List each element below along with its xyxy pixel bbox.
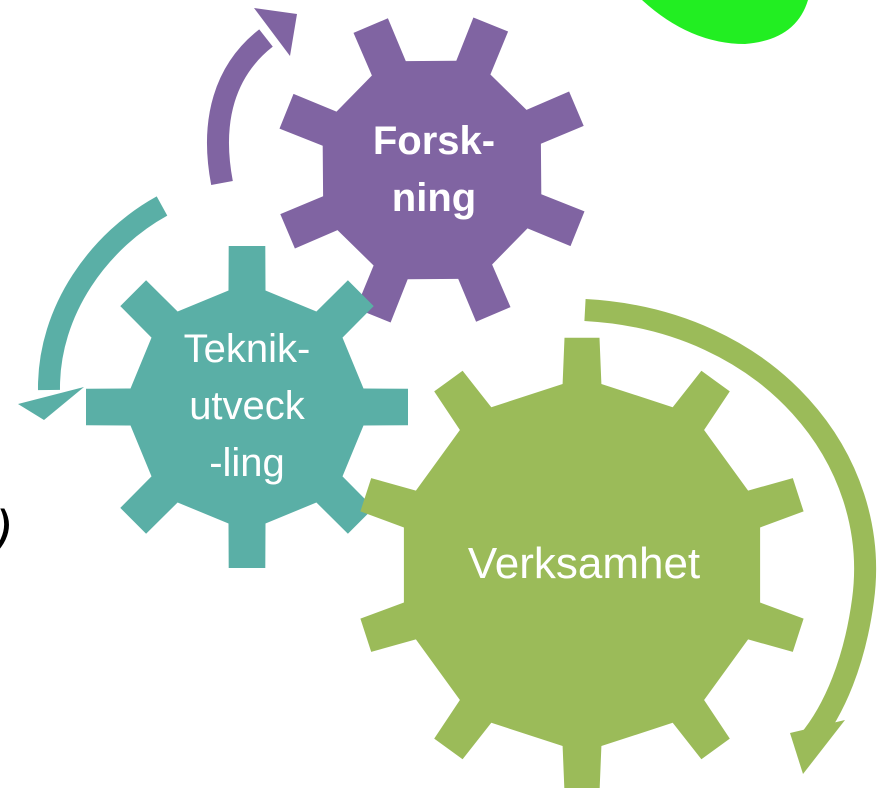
gear-teknikutveckling bbox=[86, 246, 408, 568]
gear-label-teknikutveckling-line-3: -ling bbox=[209, 441, 285, 485]
gear-label-teknikutveckling-line-1: Teknik- bbox=[184, 327, 311, 371]
gear-label-verksamhet: Verksamhet bbox=[468, 539, 700, 588]
gear-label-forskning-line-1: Forsk- bbox=[373, 119, 495, 163]
gear-verksamhet bbox=[360, 337, 804, 793]
gear-label-forskning-line-2: ning bbox=[392, 176, 476, 220]
gear-label-teknikutveckling-line-2: utveck bbox=[189, 384, 306, 428]
arrow-verksamhet bbox=[584, 299, 877, 774]
arrow-teknikutveckling bbox=[18, 196, 168, 420]
green-corner-shape bbox=[642, 0, 808, 44]
gear-forskning bbox=[279, 17, 585, 323]
edge-text-fragment: ) bbox=[0, 501, 14, 561]
arrow-forskning bbox=[206, 8, 297, 186]
